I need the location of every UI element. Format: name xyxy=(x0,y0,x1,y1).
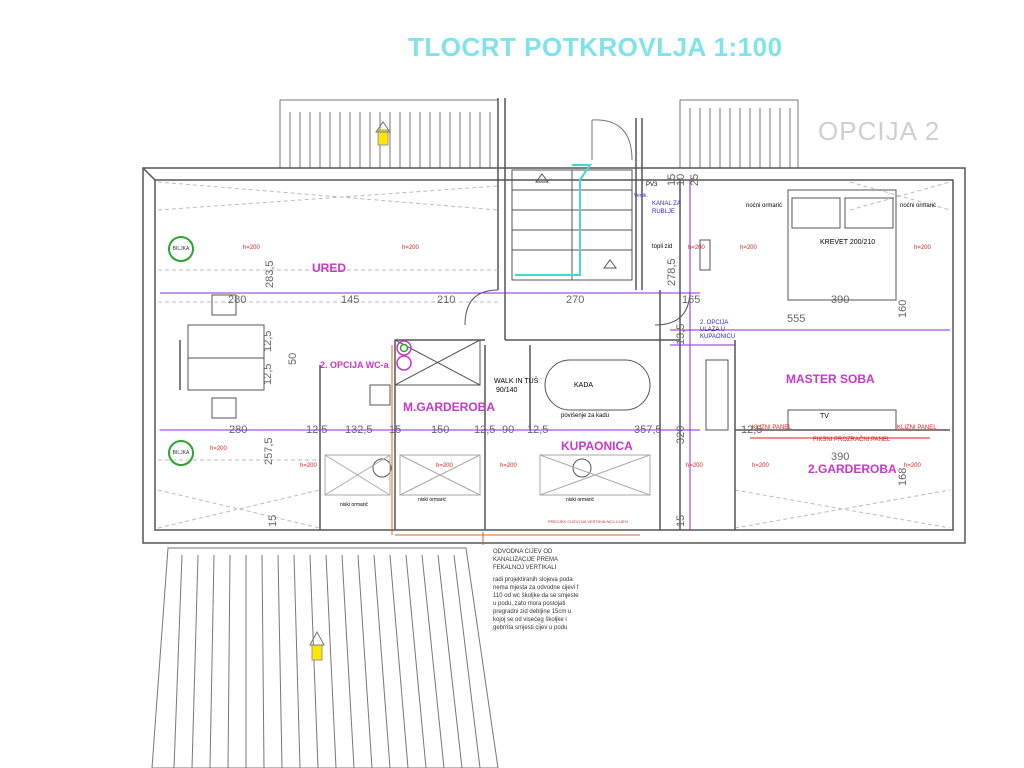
plant-icon: BILJKA xyxy=(168,236,194,262)
vertical-label: Vertik. xyxy=(634,193,648,199)
upper-terrace xyxy=(279,99,499,169)
lower-terrace xyxy=(151,547,499,768)
dim-150: 150 xyxy=(431,424,450,436)
height-label: h=200 xyxy=(740,245,757,251)
walk-in-shower-size: 90/140 xyxy=(496,387,518,394)
height-label: h=200 xyxy=(686,463,703,469)
walk-in-shower-label: WALK IN TUŠ xyxy=(494,378,539,385)
slope-arrows xyxy=(309,121,391,661)
wc-option-circles xyxy=(396,340,412,371)
dim-210: 210 xyxy=(437,294,456,306)
bed-label: KREVET 200/210 xyxy=(820,239,876,246)
height-label: h=200 xyxy=(752,463,769,469)
dim-357-5: 357,5 xyxy=(634,424,662,436)
laundry-channel-line1: KANAL ZA xyxy=(652,201,681,207)
outer-walls xyxy=(142,98,966,544)
bath-raise-label: povišenje za kadu xyxy=(561,413,610,419)
room-label-master-bedroom: MASTER SOBA xyxy=(786,372,875,386)
wc-inner xyxy=(399,343,409,353)
dim-145: 145 xyxy=(341,294,360,306)
night-table-right: noćni ormarić xyxy=(900,203,937,209)
dim-12-5d: 12,5 xyxy=(741,424,763,436)
stair-note: PRESJEK CIJEVI NA VERTIKALNOJ CIJEVI xyxy=(548,519,629,524)
dimension-lines xyxy=(160,180,950,530)
upper-right-terrace xyxy=(591,99,799,169)
furniture xyxy=(187,189,897,478)
dim-555: 555 xyxy=(787,313,806,325)
stair-railing xyxy=(515,164,592,276)
dim-278-5: 278,5 xyxy=(666,258,678,286)
fixed-panel-label: FIKSNI PROZRAČNI PANEL xyxy=(813,437,891,443)
dim-12-5b: 12,5 xyxy=(474,424,496,436)
dim-280a: 280 xyxy=(228,294,247,306)
roof-slope-lines xyxy=(157,181,951,529)
dim-320: 320 xyxy=(675,425,687,444)
drainage-note-body: radi projektiranih slojeva poda nema mje… xyxy=(493,577,579,631)
height-label: h=200 xyxy=(688,245,705,251)
option-label: OPCIJA 2 xyxy=(818,116,941,146)
dim-283-5: 283,5 xyxy=(264,260,276,288)
entrance-option-line2: ULAZA U xyxy=(700,327,726,333)
interior-walls xyxy=(179,290,950,530)
dim-v168: 168 xyxy=(897,467,909,486)
room-label-bathroom: KUPAONICA xyxy=(561,439,633,453)
drainage-note: ODVODNA CIJEV OD KANALIZACIJE PREMA FEKA… xyxy=(493,548,583,636)
low-cabinet-3: niski ormarić xyxy=(566,497,595,503)
drainage-note-title: ODVODNA CIJEV OD KANALIZACIJE PREMA FEKA… xyxy=(493,549,558,571)
low-cabinet-2: niski ormarić xyxy=(418,497,447,503)
dim-257-5: 257,5 xyxy=(263,437,275,465)
dim-390b: 390 xyxy=(831,451,850,463)
dim-390a: 390 xyxy=(831,294,850,306)
drawing-title: TLOCRT POTKROVLJA 1:100 xyxy=(408,32,783,62)
dim-v10: 10 xyxy=(675,173,687,186)
sliding-panel-left: KLIZNI PANEL xyxy=(752,425,792,431)
ventilation-label: PV3 xyxy=(646,182,658,188)
wc-option-label: 2. OPCIJA WC-a xyxy=(320,360,389,370)
dim-v12-5b: 12,5 xyxy=(262,363,274,385)
height-label: h=200 xyxy=(243,245,260,251)
plant-icon: BILJKA xyxy=(168,440,194,466)
laundry-channel-line2: RUBLJE xyxy=(652,209,676,215)
entrance-option-line1: 2. OPCIJA xyxy=(700,320,729,326)
sliding-panel-right: KLIZNI PANEL xyxy=(897,425,937,431)
dim-165: 165 xyxy=(682,294,701,306)
height-label: h=200 xyxy=(436,463,453,469)
dim-v25: 25 xyxy=(689,173,701,186)
room-label-wardrobe-m: M.GARDEROBA xyxy=(403,400,495,414)
entrance-option-line3: KUPAONICU xyxy=(700,334,736,340)
dim-270: 270 xyxy=(566,294,585,306)
dim-v15c: 15 xyxy=(675,514,687,527)
dim-12-5c: 12,5 xyxy=(527,424,549,436)
low-cabinet-1: niski ormarić xyxy=(340,502,369,508)
dim-132-5: 132,5 xyxy=(345,424,373,436)
tv-label: TV xyxy=(820,413,829,420)
dim-v15a: 15 xyxy=(267,514,279,527)
room-label-wardrobe-2: 2.GARDEROBA xyxy=(808,462,897,476)
heated-wall-label: topli zid xyxy=(652,244,673,250)
height-label: h=200 xyxy=(300,463,317,469)
height-label: h=200 xyxy=(500,463,517,469)
dim-12-5a: 12,5 xyxy=(306,424,328,436)
cabinets xyxy=(324,454,651,496)
dim-v13-5: 13,5 xyxy=(675,323,687,345)
dim-v50: 50 xyxy=(287,352,299,365)
room-label-office: URED xyxy=(312,261,347,275)
drain-pipe xyxy=(391,345,640,545)
dim-v160: 160 xyxy=(897,299,909,318)
bath-label: KADA xyxy=(574,382,594,389)
night-table-left: noćni ormarić xyxy=(746,203,783,209)
height-label: h=200 xyxy=(914,245,931,251)
staircase xyxy=(511,169,633,281)
height-label: h=200 xyxy=(210,446,227,452)
dim-90: 90 xyxy=(502,424,515,436)
dim-v12-5: 12,5 xyxy=(262,330,274,352)
height-label: h=200 xyxy=(402,245,419,251)
height-label: h=200 xyxy=(904,463,921,469)
dim-280b: 280 xyxy=(229,424,248,436)
dim-15: 15 xyxy=(389,424,402,436)
